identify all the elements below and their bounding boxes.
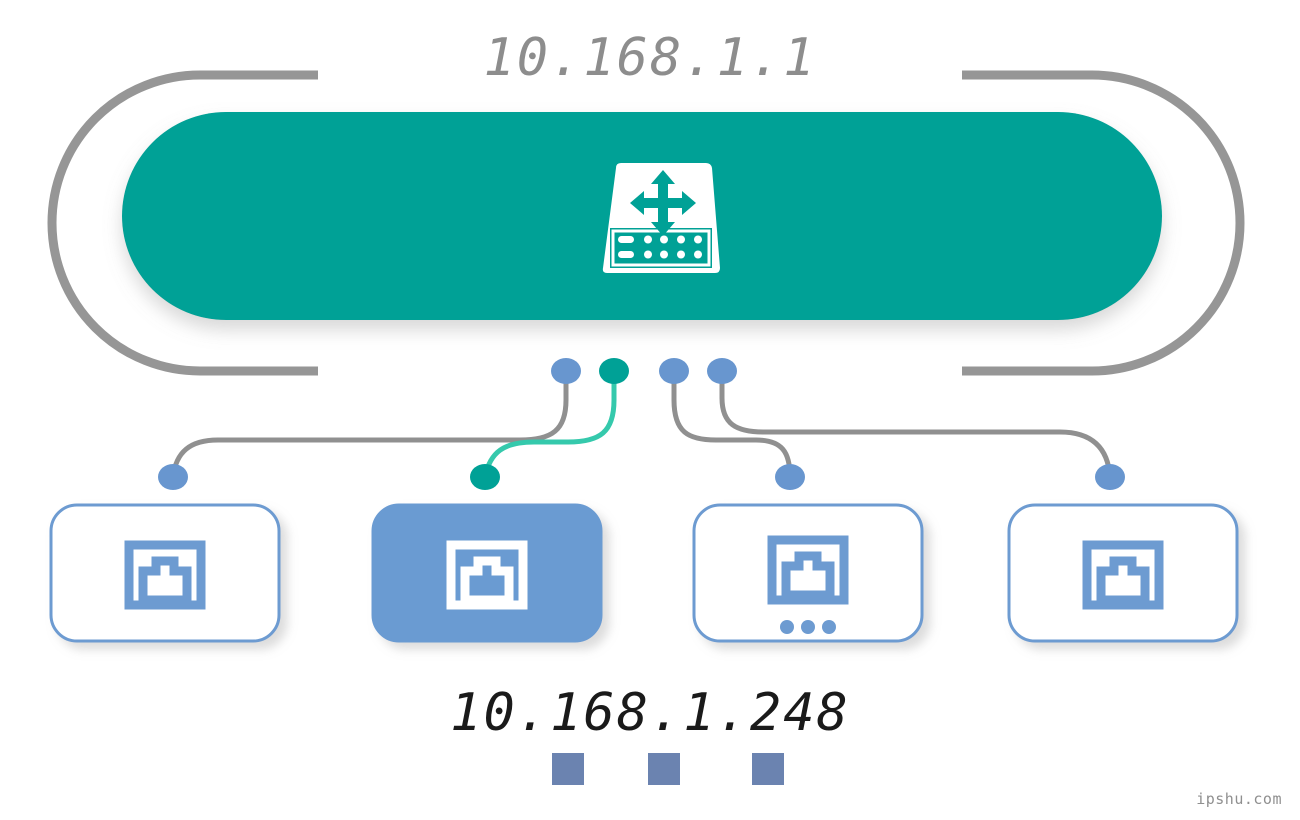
link-port1-device1[interactable] — [170, 368, 569, 480]
router-ip-label: 10.168.1.1 — [483, 28, 817, 88]
switch-port-dot-1[interactable] — [551, 358, 581, 384]
link-port2-device2[interactable] — [482, 368, 617, 480]
status-square-1 — [552, 753, 584, 785]
device-box-3[interactable] — [692, 503, 924, 643]
device-endpoint-dot-4[interactable] — [1095, 464, 1125, 490]
ethernet-port-icon — [124, 540, 206, 610]
device-node-2[interactable] — [371, 503, 603, 643]
switch-port-dot-3[interactable] — [659, 358, 689, 384]
switch-port-dot-4[interactable] — [707, 358, 737, 384]
device-endpoint-dot-2-active[interactable] — [470, 464, 500, 490]
device-box-4[interactable] — [1007, 503, 1239, 643]
device-node-3[interactable] — [692, 503, 924, 643]
device-ip-label: 10.168.1.248 — [450, 683, 850, 743]
device-box-2-selected[interactable] — [371, 503, 603, 643]
right-bracket-icon — [962, 70, 1245, 376]
device-endpoint-dot-1[interactable] — [158, 464, 188, 490]
status-square-3 — [752, 753, 784, 785]
device-endpoint-dot-3[interactable] — [775, 464, 805, 490]
device-box-1[interactable] — [49, 503, 281, 643]
left-bracket-icon — [47, 70, 318, 376]
link-port4-device4[interactable] — [719, 368, 1113, 480]
site-watermark: ipshu.com — [1196, 790, 1282, 808]
device-node-1[interactable] — [49, 503, 281, 643]
switch-port-dot-2-active[interactable] — [599, 358, 629, 384]
switch-icon — [602, 163, 720, 273]
device-node-4[interactable] — [1007, 503, 1239, 643]
ethernet-port-icon — [1082, 540, 1164, 610]
link-port3-device3[interactable] — [671, 368, 793, 480]
ethernet-port-icon — [446, 540, 528, 610]
ethernet-port-icon — [767, 535, 849, 605]
status-square-2 — [648, 753, 680, 785]
more-dots-icon — [780, 620, 836, 634]
